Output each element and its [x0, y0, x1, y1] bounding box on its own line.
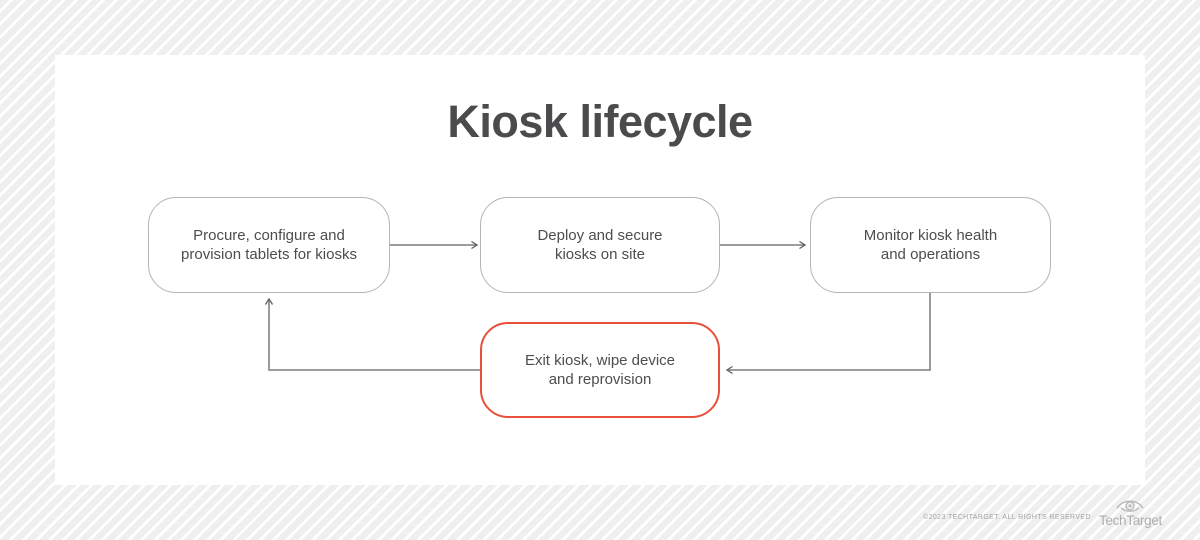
flow-node-label: Procure, configure and	[193, 227, 345, 244]
techtarget-logo: TechTarget	[1099, 496, 1162, 528]
flow-node-monitor: Monitor kiosk health and operations	[810, 197, 1051, 293]
eye-target-icon	[1117, 500, 1144, 512]
flow-node-procure: Procure, configure and provision tablets…	[148, 197, 390, 293]
footer: ©2023 TECHTARGET. ALL RIGHTS RESERVED Te…	[923, 496, 1162, 528]
flow-node-deploy: Deploy and secure kiosks on site	[480, 197, 720, 293]
flow-node-label: and reprovision	[548, 371, 652, 388]
flow-node-exit: Exit kiosk, wipe device and reprovision	[480, 322, 720, 418]
flow-node-label: provision tablets for kiosks	[181, 246, 357, 263]
copyright-text: ©2023 TECHTARGET. ALL RIGHTS RESERVED	[923, 514, 1091, 521]
techtarget-wordmark: TechTarget	[1098, 513, 1162, 528]
flow-node-label: Exit kiosk, wipe device	[524, 352, 676, 369]
page-title: Kiosk lifecycle	[447, 96, 753, 147]
flow-node-label: Monitor kiosk health	[863, 227, 998, 244]
flow-node-label: Deploy and secure	[537, 227, 663, 244]
flow-node-label: and operations	[880, 246, 981, 263]
flow-node-label: kiosks on site	[554, 246, 646, 263]
